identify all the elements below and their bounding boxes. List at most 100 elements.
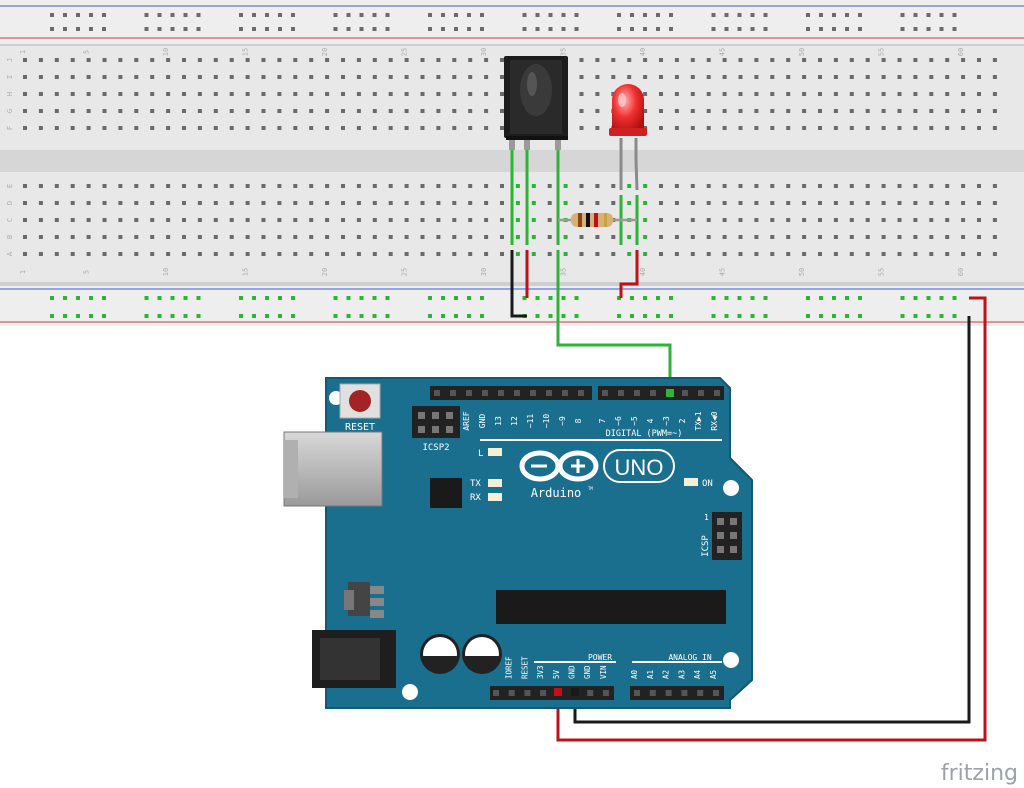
breadboard-hole [23, 218, 27, 222]
breadboard-hole [229, 252, 234, 256]
breadboard-hole [690, 92, 695, 96]
breadboard-hole [643, 184, 648, 188]
breadboard-hole [261, 109, 266, 113]
breadboard-hole [436, 109, 441, 113]
breadboard-hole [929, 109, 934, 113]
breadboard-hole [515, 252, 520, 256]
breadboard-hole [611, 201, 616, 205]
breadboard-hole [38, 126, 43, 130]
breadboard-hole [404, 58, 409, 62]
header-pin [434, 390, 440, 396]
rail-hole [252, 314, 256, 318]
header-pin [493, 690, 499, 696]
breadboard-hole [452, 109, 457, 113]
rail-hole [548, 27, 553, 31]
analog-pin-label: A1 [646, 670, 655, 679]
breadboard-hole [38, 58, 43, 62]
breadboard-hole [38, 92, 43, 96]
breadboard-hole [579, 92, 584, 96]
breadboard-hole [897, 75, 902, 79]
rail-hole [952, 314, 957, 318]
rail-hole [858, 314, 862, 318]
rail-hole [806, 27, 810, 31]
breadboard-hole [881, 58, 886, 62]
breadboard-hole [86, 75, 91, 79]
rail-hole [89, 296, 93, 300]
row-label: C [6, 218, 14, 222]
rail-hole [750, 314, 755, 318]
breadboard-hole [722, 252, 727, 256]
breadboard-hole [500, 218, 504, 222]
breadboard-hole [134, 75, 139, 79]
ir-receiver [504, 56, 568, 150]
header-pin [602, 690, 609, 696]
rail-hole [724, 314, 729, 318]
breadboard-hole [706, 252, 711, 256]
header-pin [682, 390, 688, 396]
breadboard-hole [674, 109, 679, 113]
breadboard-hole [166, 252, 171, 256]
rail-hole [548, 314, 553, 318]
rail-hole [372, 314, 377, 318]
breadboard-hole [197, 92, 202, 96]
rail-hole [561, 13, 566, 17]
breadboard-hole [197, 184, 202, 188]
rail-hole [144, 314, 149, 318]
breadboard-hole [595, 109, 600, 113]
breadboard-hole [325, 92, 330, 96]
rail-hole [535, 13, 540, 17]
breadboard-hole [436, 201, 441, 205]
breadboard-hole [468, 58, 473, 62]
breadboard-hole [595, 75, 600, 79]
header-pin [602, 390, 608, 396]
power-pin-label: GND [583, 665, 592, 679]
rail-hole [196, 314, 201, 318]
header-pin [649, 690, 656, 696]
breadboard-hole [166, 109, 171, 113]
breadboard-hole [929, 92, 934, 96]
rail-hole [535, 296, 540, 300]
breadboard-hole [38, 235, 43, 239]
rail-hole [467, 314, 471, 318]
breadboard-hole [818, 92, 822, 96]
breadboard-hole [929, 201, 934, 205]
rail-hole [196, 13, 201, 17]
breadboard-hole [150, 126, 155, 130]
breadboard-hole [484, 201, 489, 205]
breadboard-holes [23, 13, 997, 318]
rail-hole [669, 27, 673, 31]
breadboard-hole [452, 126, 457, 130]
rail-hole [63, 296, 67, 300]
digital-pin-label: 13 [494, 416, 503, 426]
breadboard-hole [595, 235, 600, 239]
breadboard-hole [356, 126, 361, 130]
breadboard-hole [881, 201, 886, 205]
rail-hole [952, 296, 957, 300]
breadboard-hole [690, 201, 695, 205]
breadboard-hole [770, 58, 775, 62]
breadboard-hole [420, 58, 425, 62]
header-pin [498, 390, 504, 396]
rail-hole [926, 296, 931, 300]
breadboard-hole [182, 235, 186, 239]
breadboard-hole [674, 75, 679, 79]
rail-hole [239, 13, 243, 17]
breadboard-hole [945, 92, 950, 96]
breadboard-hole [897, 201, 902, 205]
breadboard-hole [197, 58, 202, 62]
breadboard-hole [913, 252, 918, 256]
analog-pin-label: A0 [630, 669, 639, 679]
breadboard-hole [738, 109, 743, 113]
breadboard-hole [293, 92, 298, 96]
breadboard-hole [849, 58, 854, 62]
breadboard-hole [388, 75, 393, 79]
breadboard-hole [531, 218, 536, 222]
breadboard-hole [881, 92, 886, 96]
breadboard-hole [643, 218, 648, 222]
breadboard-hole [102, 218, 107, 222]
header-pin [713, 690, 719, 696]
breadboard-hole [182, 218, 186, 222]
rail-hole [76, 27, 80, 31]
rail-hole [724, 13, 729, 17]
breadboard-hole [293, 126, 298, 130]
